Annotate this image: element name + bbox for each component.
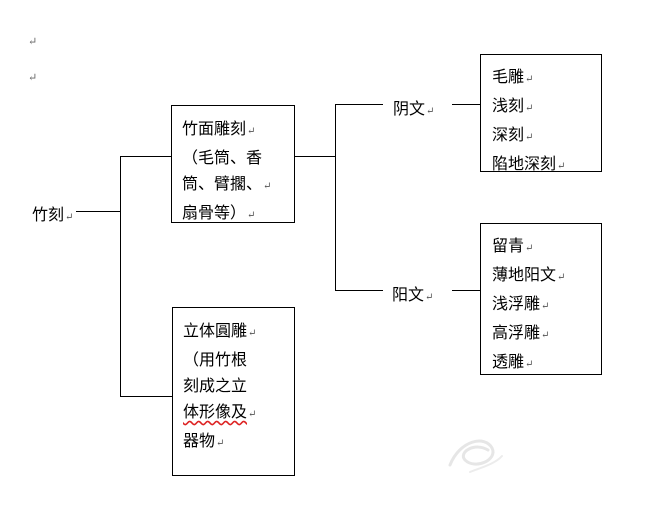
round-carving-box: 立体圓雕↵ （用竹根 刻成之立 体形像及↵ 器物↵ (172, 307, 295, 476)
yang-techniques-box: 留青↵ 薄地阳文↵ 浅浮雕↵ 高浮雕↵ 透雕↵ (480, 223, 602, 375)
connector-trunk (120, 156, 122, 397)
connector-surface-out (294, 156, 335, 158)
yin-branch-label: 阴文↵ (393, 99, 435, 118)
list-item: 浅刻↵ (492, 96, 534, 115)
list-item: 透雕↵ (492, 352, 534, 371)
connector-yin-out (452, 104, 480, 106)
connector-root (76, 211, 120, 213)
list-item: 浅浮雕↵ (492, 294, 550, 313)
watermark-swirl-icon (448, 439, 503, 473)
connector-to-surface (120, 156, 171, 158)
paragraph-mark: ↵ (28, 35, 38, 48)
list-item: 毛雕↵ (492, 67, 534, 86)
connector-to-yang (335, 290, 383, 292)
list-item: 陷地深刻↵ (492, 154, 566, 173)
list-item: 深刻↵ (492, 125, 534, 144)
bamboo-surface-carving-box: 竹面雕刻↵ （毛筒、香 筒、臂擱、↵ 扇骨等）↵ (171, 105, 295, 223)
connector-to-round (120, 396, 172, 398)
list-item: 高浮雕↵ (492, 323, 550, 342)
connector-branch-trunk (335, 104, 337, 291)
connector-to-yin (335, 104, 383, 106)
list-item: 薄地阳文↵ (492, 265, 566, 284)
list-item: 留青↵ (492, 236, 534, 255)
yin-techniques-box: 毛雕↵ 浅刻↵ 深刻↵ 陷地深刻↵ (480, 54, 602, 173)
connector-yang-out (452, 290, 480, 292)
paragraph-mark: ↵ (28, 71, 38, 84)
root-label: 竹刻↵ (32, 205, 74, 224)
yang-branch-label: 阳文↵ (392, 285, 434, 304)
